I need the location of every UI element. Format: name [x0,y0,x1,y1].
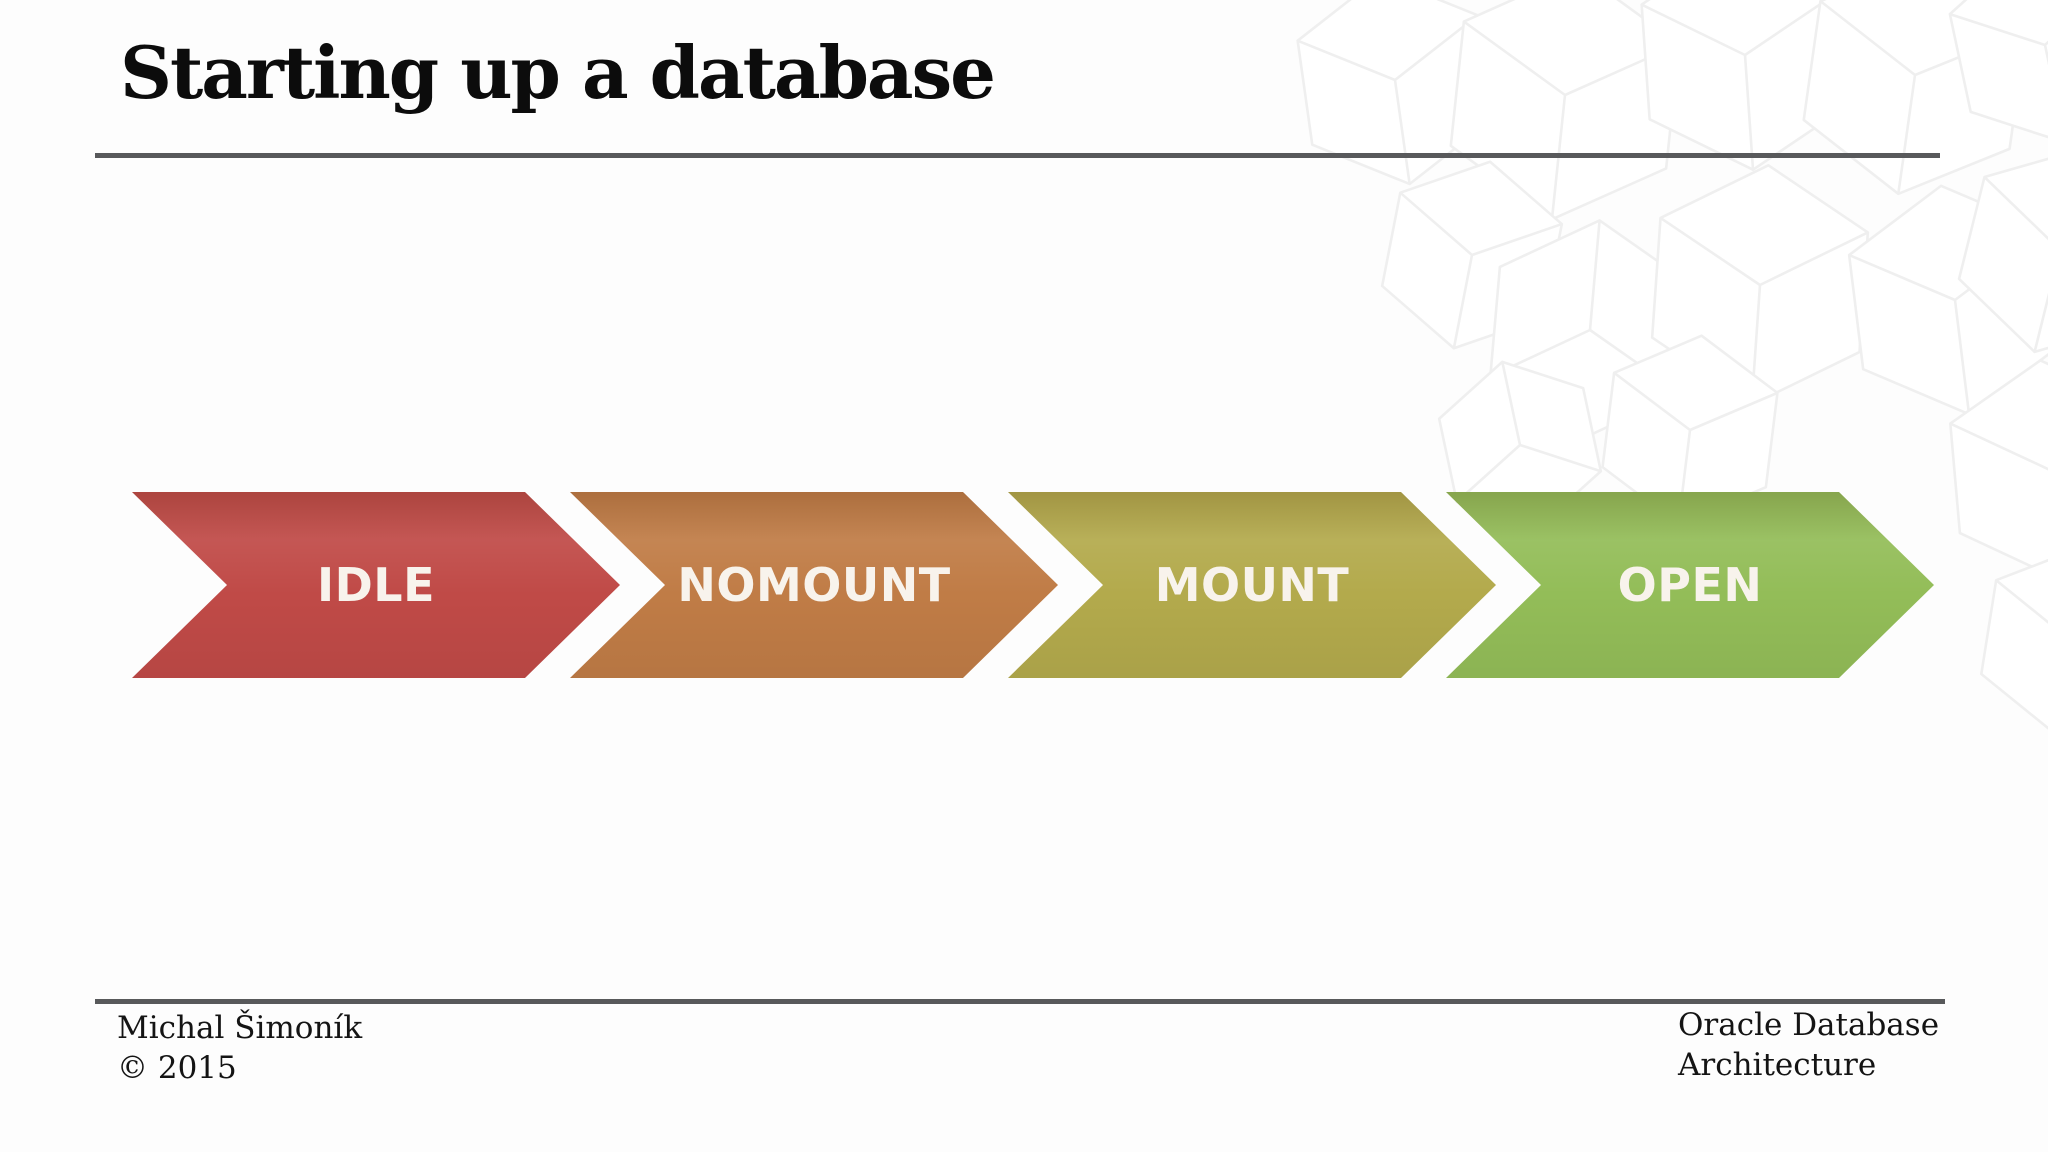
flow-stage-label: IDLE [316,558,436,612]
header-rule [95,153,1940,158]
flow-stage-idle: IDLE [132,492,620,678]
flow-stage-label: NOMOUNT [677,558,951,612]
footer-author: Michal Šimoník [117,1010,363,1046]
footer-copyright: © 2015 [117,1050,237,1086]
footer-rule [95,999,1945,1004]
footer-author-block: Michal Šimoník © 2015 [117,1008,362,1088]
flow-stage-label: MOUNT [1154,558,1350,612]
flow-stage-mount: MOUNT [1008,492,1496,678]
footer-topic-line1: Oracle Database [1678,1007,1940,1043]
footer-topic-line2: Architecture [1678,1047,1877,1083]
slide-title: Starting up a database [120,30,996,115]
flow-stage-nomount: NOMOUNT [570,492,1058,678]
flow-stage-open: OPEN [1446,492,1934,678]
flow-stage-label: OPEN [1617,558,1763,612]
footer-topic-block: Oracle Database Architecture [1678,1005,1939,1085]
startup-stages-flow: IDLE NOMOUNT MOUNT OPEN [132,492,1934,678]
